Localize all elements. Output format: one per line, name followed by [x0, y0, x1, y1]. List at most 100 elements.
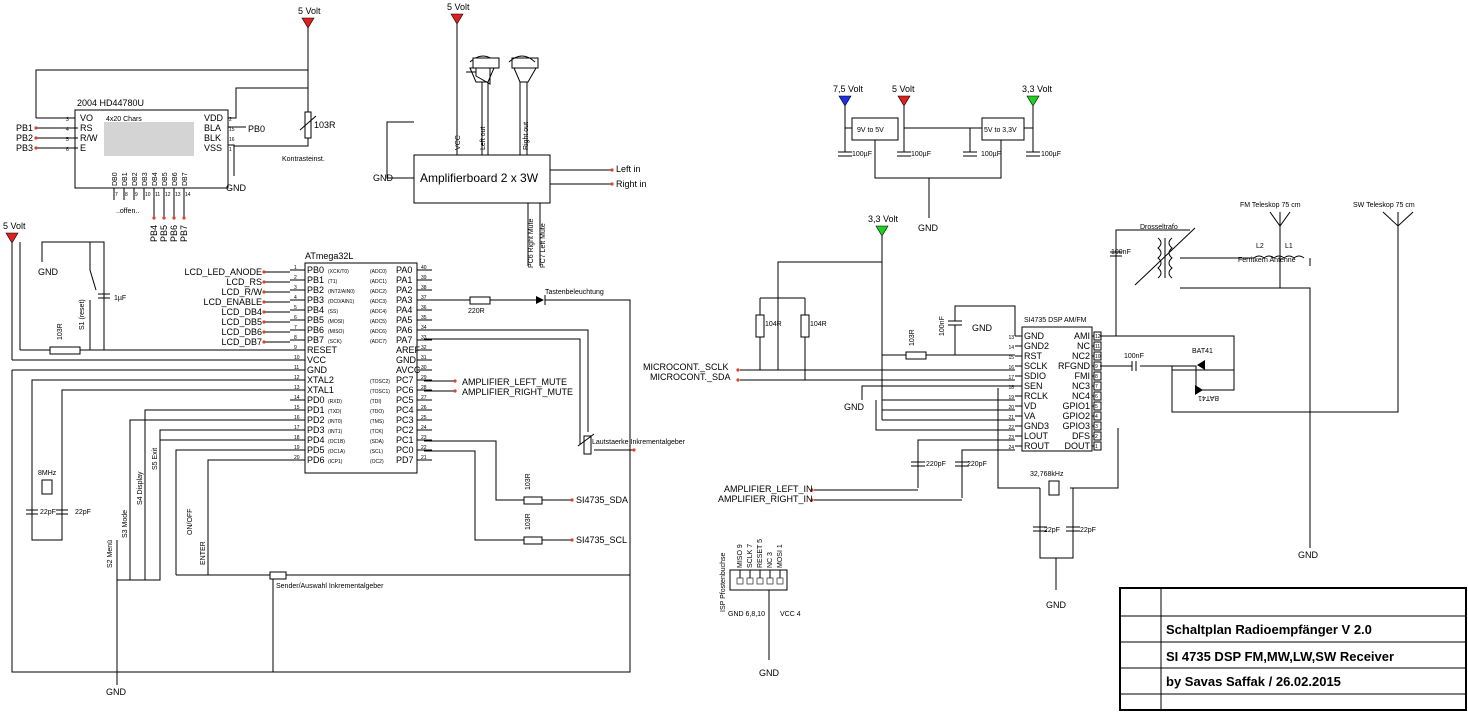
pin-number: 21: [421, 455, 427, 461]
svg-text:GND: GND: [972, 323, 993, 333]
pin-number: 16: [294, 415, 300, 421]
svg-text:ENTER: ENTER: [200, 541, 207, 565]
mcu-pin-alt: (ADC3): [370, 299, 387, 305]
pin-number: 12: [294, 375, 300, 381]
mcu-pin-alt: (TDI): [370, 399, 382, 405]
mcu-pin-alt: (SCL): [370, 449, 383, 455]
lcd-port: PB4: [149, 225, 159, 242]
pin-number: 39: [421, 275, 427, 281]
mcu-pin-alt: (OC2): [370, 459, 384, 465]
pin-number: 22: [1008, 425, 1014, 431]
svg-text:AMPLIFIER_RIGHT_IN: AMPLIFIER_RIGHT_IN: [718, 494, 813, 504]
svg-text:GND: GND: [1046, 600, 1067, 610]
pin-number: 18: [1008, 385, 1014, 391]
si-pin-name: NC: [1077, 341, 1090, 351]
mcu-pin-alt: (ADC1): [370, 279, 387, 285]
si-pin-name: AMI: [1074, 331, 1090, 341]
svg-text:PC6 Right Mute: PC6 Right Mute: [528, 218, 535, 268]
svg-text:22pF: 22pF: [1044, 527, 1060, 534]
amplifier-board: Amplifierboard 2 x 3W VCC Left out Right…: [413, 122, 551, 204]
mcu-pin-name: PB6: [307, 325, 324, 335]
pin-number: 12: [1095, 334, 1101, 340]
pin-number: 4: [66, 127, 69, 133]
svg-text:1µF: 1µF: [114, 295, 126, 302]
mcu-pin-alt: (MISO): [328, 329, 344, 335]
pin-number: 22: [421, 445, 427, 451]
amp-title: Amplifierboard 2 x 3W: [420, 171, 539, 185]
svg-text:L2: L2: [1256, 243, 1264, 250]
pin-number: 14: [294, 395, 300, 401]
contrast-pot: 103R Kontrasteinst.: [234, 111, 336, 163]
mcu-pin-name: PB5: [307, 315, 324, 325]
lcd-pin: BLK: [204, 133, 221, 143]
mcu-pin-alt: (ADC2): [370, 289, 387, 295]
pin-number: 6: [294, 315, 297, 321]
svg-text:100µF: 100µF: [981, 151, 1001, 158]
si-title: SI4735 DSP AM/FM: [1024, 317, 1087, 324]
mcu-pin-name: PD0: [307, 395, 325, 405]
pin-number: 30: [421, 365, 427, 371]
pin-number: 32: [421, 345, 427, 351]
lcd-pin: BLA: [204, 123, 221, 133]
svg-text:S3 Mode: S3 Mode: [122, 510, 129, 538]
mcu-pin-alt: (XCK/T0): [328, 269, 349, 275]
svg-text:3,3 Volt: 3,3 Volt: [868, 214, 899, 224]
svg-text:S5 Exit: S5 Exit: [152, 448, 159, 470]
si-pin-name: SDIO: [1024, 371, 1046, 381]
mcu-signal: LCD_DB7: [221, 337, 262, 347]
title-line-3: by Savas Saffak / 26.02.2015: [1166, 674, 1341, 689]
pin-number: 6: [66, 147, 69, 153]
mcu-pin-name: PB0: [307, 265, 324, 275]
pin-number: 8: [1095, 374, 1098, 380]
power-33v-reg: 3,3 Volt: [1022, 84, 1053, 107]
mcu-signal: LCD_DB4: [221, 307, 262, 317]
mcu-pin-name: XTAL2: [307, 375, 334, 385]
mcu-signal: LCD_LED_ANODE: [184, 267, 262, 277]
mcu-pin-alt: (SDA): [370, 439, 384, 445]
mcu-title: ATmega32L: [305, 251, 353, 261]
mcu-pin-name: PB1: [307, 275, 324, 285]
mcu-pin-name: PB7: [307, 335, 324, 345]
speaker-right: [508, 55, 539, 155]
svg-text:ON/OFF: ON/OFF: [187, 509, 194, 535]
mcu-pin-name: PA4: [396, 305, 412, 315]
svg-text:22pF: 22pF: [75, 509, 91, 516]
mcu-pin-alt: (ADC4): [370, 309, 387, 315]
title-line-2: SI 4735 DSP FM,MW,LW,SW Receiver: [1166, 649, 1394, 664]
lcd-db-pin: DB2: [132, 172, 139, 186]
pin-number: 16: [1008, 365, 1014, 371]
pin-number: 21: [1008, 415, 1014, 421]
pin-number: 3: [294, 285, 297, 291]
mcu-pin-name: PB3: [307, 295, 324, 305]
power-75v: 7,5 Volt: [833, 84, 864, 107]
mcu-signal: LCD_RS: [226, 277, 262, 287]
svg-text:Drosseltrafo: Drosseltrafo: [1140, 224, 1178, 231]
lcd-db-pin: DB1: [122, 172, 129, 186]
si-pin-name: GPIO2: [1062, 411, 1090, 421]
svg-text:Kontrasteinst.: Kontrasteinst.: [282, 156, 325, 163]
pin-number: 35: [421, 315, 427, 321]
mcu-pin-alt: (SCK): [328, 339, 342, 345]
pin-number: 18: [294, 435, 300, 441]
pin-number: 23: [421, 435, 427, 441]
mcu-pin-name: PD5: [307, 445, 325, 455]
pin-number: 7: [294, 325, 297, 331]
si-pin-name: GPIO1: [1062, 401, 1090, 411]
si-pin-name: VD: [1024, 401, 1037, 411]
svg-text:5 Volt: 5 Volt: [892, 84, 915, 94]
pin-number: 13: [294, 385, 300, 391]
pin-number: 3: [66, 117, 69, 123]
pin-number: 23: [1008, 435, 1014, 441]
mcu-pin-alt: (ADC5): [370, 319, 387, 325]
si-pin-name: LOUT: [1024, 431, 1049, 441]
svg-text:VCC: VCC: [455, 135, 462, 150]
pin-number: 31: [421, 355, 427, 361]
svg-text:9V to 5V: 9V to 5V: [857, 127, 884, 134]
si-pin-name: GND3: [1024, 421, 1049, 431]
mcu-pin-alt: (INT1): [328, 429, 343, 435]
svg-text:AMPLIFIER_RIGHT_MUTE: AMPLIFIER_RIGHT_MUTE: [462, 387, 573, 397]
mcu-pin-name: PD2: [307, 415, 325, 425]
mcu-pin-name: AVCC: [396, 365, 421, 375]
lcd-port: PB5: [159, 225, 169, 242]
